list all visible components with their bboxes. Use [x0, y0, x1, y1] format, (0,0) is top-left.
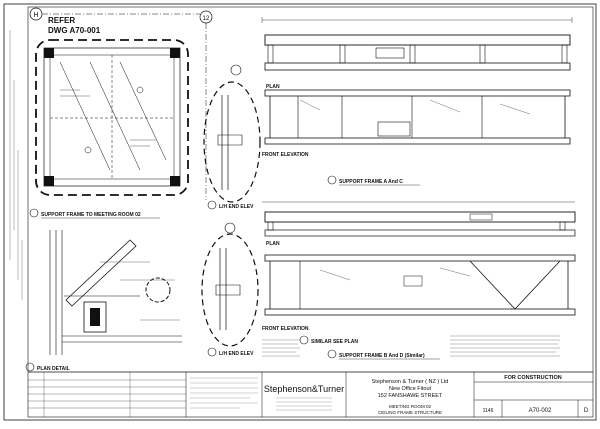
- client-line-3: 152 FANSHAWE STREET: [378, 393, 443, 399]
- drawing-frame: [27, 6, 594, 418]
- section-marker-lh-bottom: [207, 347, 217, 357]
- plan-view-top-left: [35, 39, 189, 196]
- support-frame-meeting-title: SUPPORT FRAME TO MEETING ROOM 02: [41, 212, 141, 218]
- support-frame-bd-title: SUPPORT FRAME B And D (Similar): [339, 353, 425, 359]
- front-elevation-top-title: FRONT ELEVATION: [262, 152, 309, 158]
- support-frame-bd-plan: [262, 201, 576, 237]
- support-frame-ac-plan: [261, 17, 573, 71]
- client-line-1: Stephenson & Turner ( NZ ) Ltd: [372, 379, 449, 385]
- plan-detail-title: PLAN DETAIL: [37, 366, 70, 372]
- section-marker-meeting: [29, 208, 39, 218]
- refer-label: REFER: [48, 16, 75, 25]
- grid-label-12: 12: [203, 16, 210, 22]
- support-frame-ac-title: SUPPORT FRAME A And C: [339, 179, 403, 185]
- lh-end-elevation-top: [203, 64, 261, 203]
- refer-dwg-label: DWG A70-001: [48, 26, 101, 35]
- section-marker-bd: [327, 349, 337, 359]
- section-marker-plan-detail: [25, 362, 35, 372]
- support-frame-ac-elevation: [264, 89, 571, 145]
- left-margin-notes: [9, 30, 23, 300]
- front-elevation-bottom-title: FRONT ELEVATION: [262, 326, 309, 332]
- firm-logo: Stephenson&Turner: [264, 384, 344, 394]
- lh-end-elev-top-title: L/H END ELEV: [219, 204, 254, 210]
- section-marker-similar: [299, 335, 309, 345]
- refer-boundary: [35, 39, 189, 196]
- revision-letter: D: [584, 408, 589, 414]
- client-line-2: New Office Fitout: [389, 386, 432, 392]
- lh-end-elev-bottom-title: L/H END ELEV: [219, 351, 254, 357]
- construction-stamp: FOR CONSTRUCTION: [504, 375, 561, 381]
- section-marker-lh-top: [207, 200, 217, 210]
- similar-see-plan-title: SIMILAR SEE PLAN: [311, 339, 358, 345]
- support-frame-bd-elevation: [264, 254, 576, 316]
- plan-detail: [49, 230, 182, 355]
- drawing-title-line-2: CEILING FRAME STRUCTURE: [378, 410, 442, 415]
- section-marker-ac: [327, 175, 337, 185]
- plan-bottom-title: PLAN: [266, 241, 280, 247]
- lh-end-elevation-bottom: [201, 222, 259, 347]
- sheet-number: A70-002: [529, 408, 552, 414]
- sheet-border: [3, 3, 597, 421]
- general-notes: [262, 335, 560, 357]
- plan-top-title: PLAN: [266, 84, 280, 90]
- detail-callout-circle: [145, 277, 171, 303]
- title-block: [28, 371, 593, 417]
- grid-label-h: H: [33, 12, 38, 19]
- job-number: 1146: [483, 408, 494, 414]
- drawing-title-line-1: MEETING ROOM 02: [389, 404, 432, 409]
